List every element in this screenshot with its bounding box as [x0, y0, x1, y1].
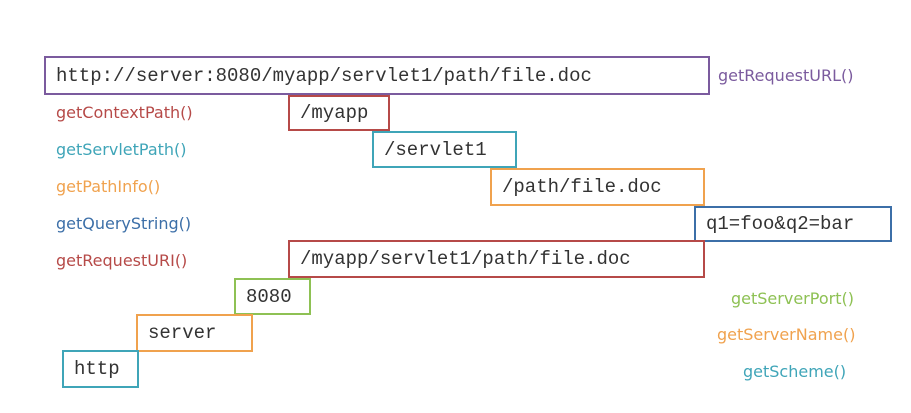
label-get-server-name: getServerName()	[717, 325, 856, 344]
label-get-context-path: getContextPath()	[56, 103, 193, 122]
path-info-text: /path/file.doc	[502, 176, 662, 198]
server-text: server	[148, 322, 217, 344]
servlet-path-text: /servlet1	[384, 138, 487, 161]
label-get-server-port: getServerPort()	[731, 289, 854, 308]
label-get-request-url: getRequestURL()	[718, 66, 854, 85]
label-get-query-string: getQueryString()	[56, 214, 192, 233]
scheme-text: http	[74, 358, 120, 380]
full-url-box: http://server:8080/myapp/servlet1/path/f…	[44, 56, 710, 95]
label-get-path-info: getPathInfo()	[56, 177, 161, 196]
port-text: 8080	[246, 285, 292, 308]
label-get-scheme: getScheme()	[743, 362, 847, 381]
query-string-box: q1=foo&q2=bar	[694, 206, 892, 242]
server-box: server	[136, 314, 253, 352]
full-url-text: http://server:8080/myapp/servlet1/path/f…	[56, 64, 592, 87]
path-info-box: /path/file.doc	[490, 168, 705, 206]
label-get-servlet-path: getServletPath()	[56, 140, 187, 159]
context-path-box: /myapp	[288, 95, 390, 131]
servlet-path-box: /servlet1	[372, 131, 517, 168]
scheme-box: http	[62, 350, 139, 388]
query-string-text: q1=foo&q2=bar	[706, 213, 855, 235]
port-box: 8080	[234, 278, 311, 315]
request-uri-text: /myapp/servlet1/path/file.doc	[300, 248, 631, 270]
request-uri-box: /myapp/servlet1/path/file.doc	[288, 240, 705, 278]
label-get-request-uri: getRequestURI()	[56, 251, 188, 270]
context-path-text: /myapp	[300, 102, 369, 124]
